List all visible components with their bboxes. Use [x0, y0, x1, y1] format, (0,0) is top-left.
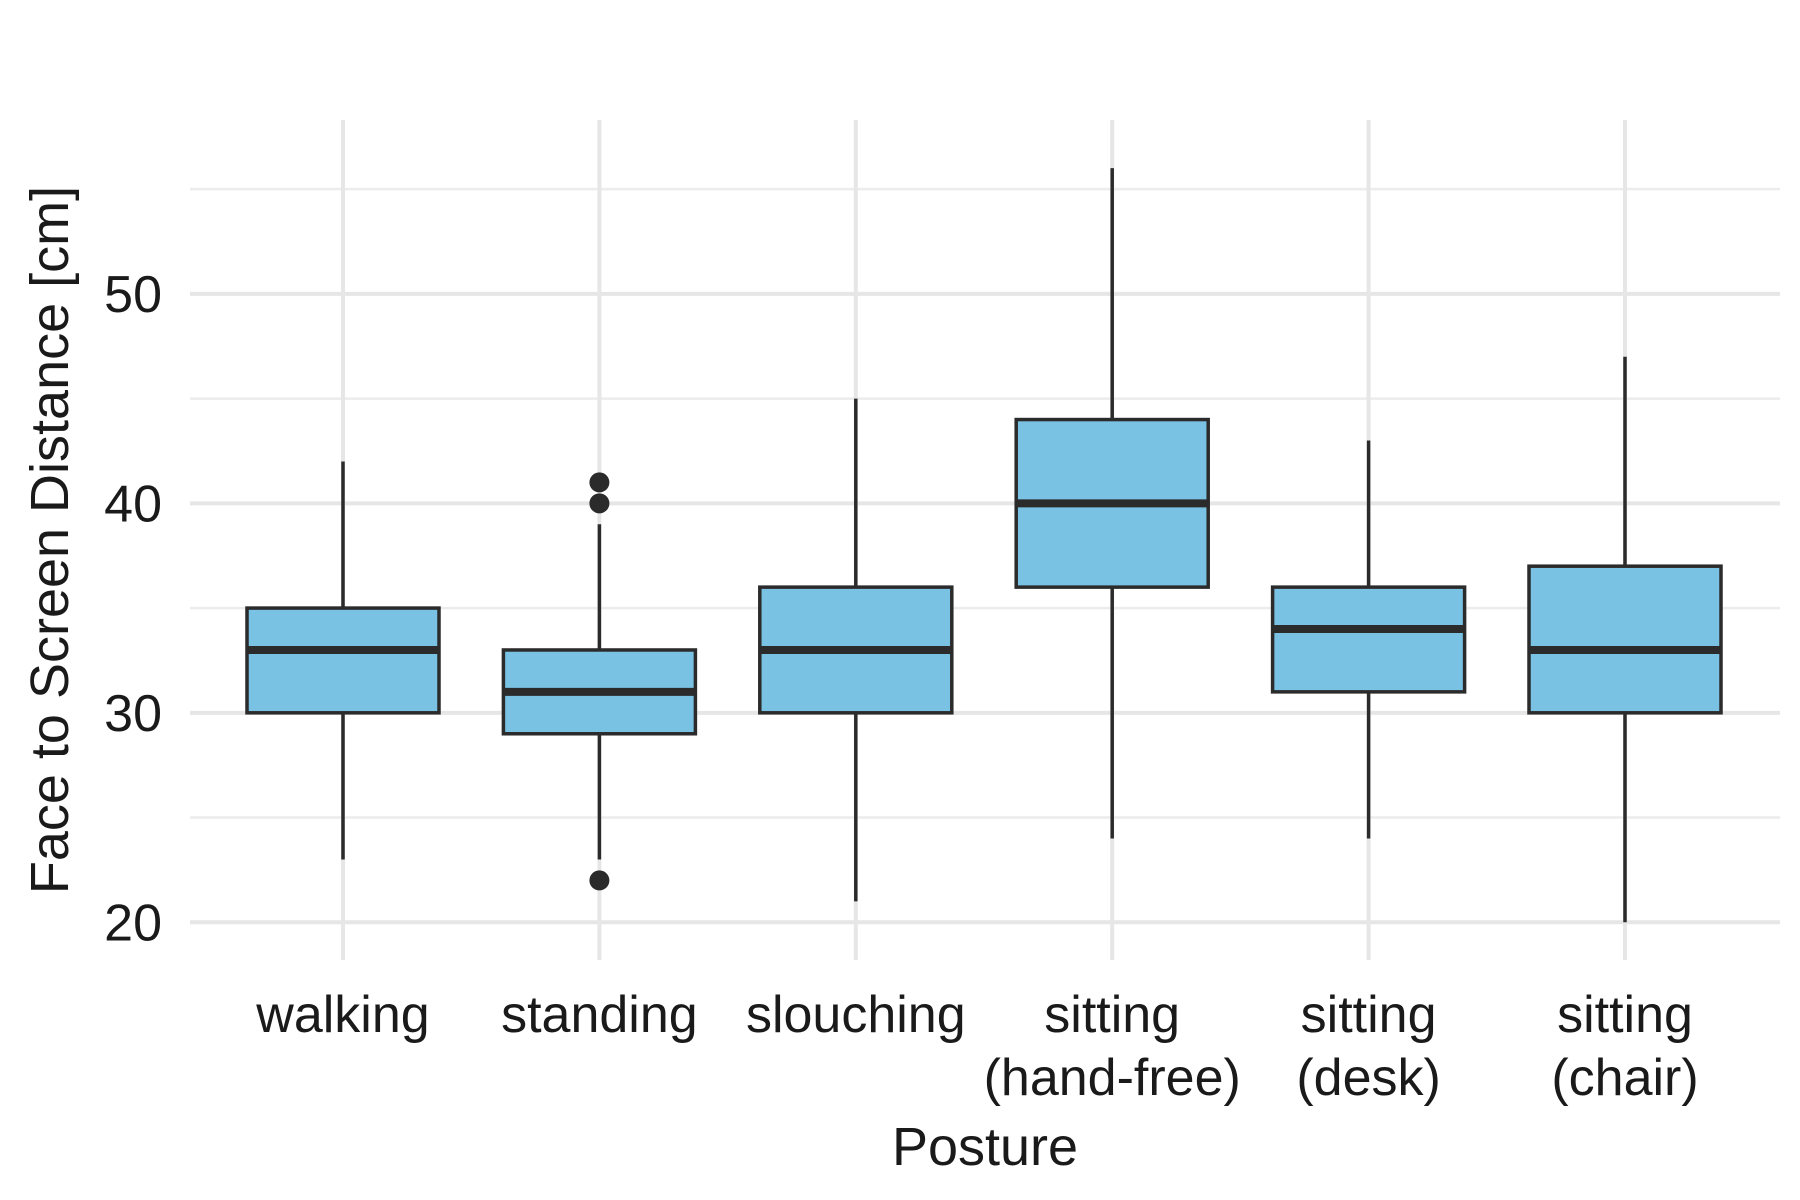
y-tick-label: 30 [104, 685, 162, 743]
box-group [1527, 356, 1723, 923]
box [245, 606, 441, 715]
box-group [501, 472, 698, 891]
x-tick-label: sitting [1044, 986, 1180, 1044]
outlier-point [589, 493, 610, 514]
plot-area [245, 168, 1723, 923]
y-axis-tick-labels: 20 30 40 50 [104, 266, 162, 952]
y-tick-label: 40 [104, 475, 162, 533]
outlier-point [589, 472, 610, 493]
x-tick-label: walking [255, 986, 429, 1044]
box-group [245, 461, 441, 860]
box [1527, 564, 1723, 715]
box-group [1270, 440, 1467, 839]
outlier-point [589, 870, 610, 891]
x-axis-title: Posture [892, 1117, 1078, 1177]
y-axis-title: Face to Screen Distance [cm] [20, 186, 80, 894]
x-tick-label: sitting [1557, 986, 1693, 1044]
x-tick-label: (chair) [1551, 1049, 1698, 1107]
x-tick-label: (hand-free) [984, 1049, 1241, 1107]
box [1270, 585, 1467, 694]
x-tick-label: sitting [1301, 986, 1437, 1044]
x-tick-label: slouching [746, 986, 966, 1044]
box-group [758, 398, 954, 902]
grid [190, 120, 1780, 960]
x-tick-label: standing [501, 986, 698, 1044]
x-tick-label: (desk) [1296, 1049, 1440, 1107]
y-tick-label: 50 [104, 266, 162, 324]
y-tick-label: 20 [104, 894, 162, 952]
box-group [1014, 168, 1210, 839]
